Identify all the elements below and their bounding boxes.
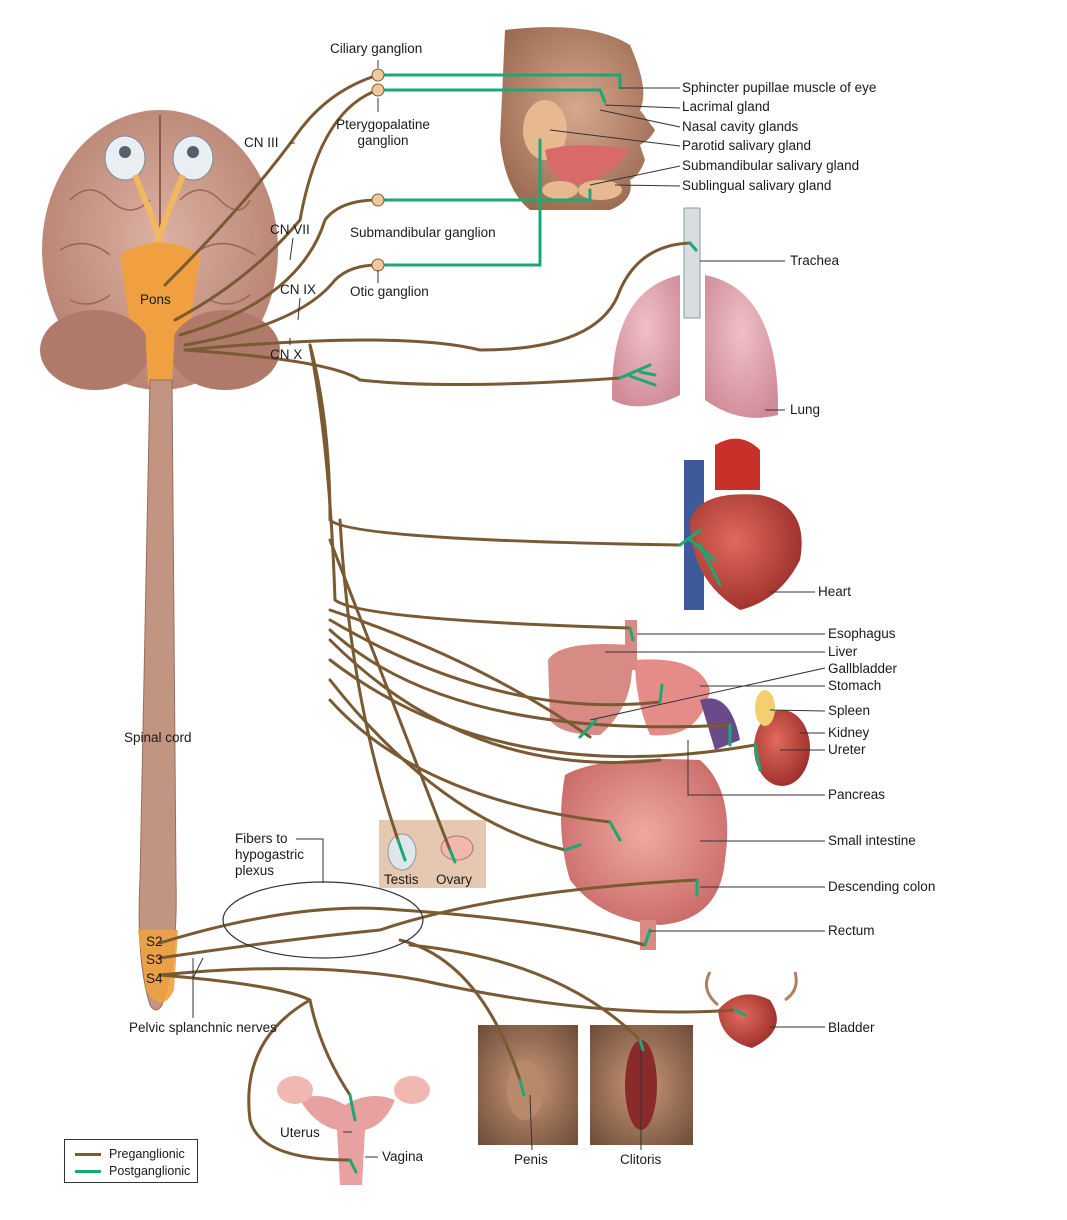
s2-label: S2 [146, 934, 163, 949]
cn10-label: CN X [270, 347, 303, 362]
legend-preganglionic: Preganglionic [75, 1147, 185, 1161]
ureter-label: Ureter [828, 742, 866, 757]
s3-label: S3 [146, 952, 163, 967]
hypogastric-fibers-label: Fibers to hypogastric plexus [235, 831, 305, 878]
sublingual-salivary-label: Sublingual salivary gland [682, 178, 832, 193]
legend-pre-label: Preganglionic [109, 1147, 185, 1161]
nasal-cavity-glands-label: Nasal cavity glands [682, 119, 799, 134]
stomach-label: Stomach [828, 678, 882, 693]
cn7-label: CN VII [270, 222, 310, 237]
submandibular-ganglion-label: Submandibular ganglion [350, 225, 496, 240]
ovary-label: Ovary [436, 872, 473, 887]
legend-postganglionic: Postganglionic [75, 1164, 190, 1178]
liver-label: Liver [828, 644, 858, 659]
descending-colon-label: Descending colon [828, 879, 936, 894]
bladder-illustration [718, 994, 777, 1048]
legend-post-label: Postganglionic [109, 1164, 191, 1178]
sphincter-pupillae-label: Sphincter pupillae muscle of eye [682, 80, 877, 95]
sacral-segments [138, 930, 178, 1003]
kidney-label: Kidney [828, 725, 870, 740]
esophagus-label: Esophagus [828, 626, 896, 641]
abdomen-illustration [548, 620, 810, 950]
lungs-illustration [611, 207, 779, 418]
lung-label: Lung [790, 402, 821, 417]
small-intestine-label: Small intestine [828, 833, 916, 848]
head-illustration [500, 27, 655, 211]
postganglionic-fibers [348, 73, 762, 1174]
vagina-label: Vagina [382, 1149, 424, 1164]
uterus-label: Uterus [280, 1125, 320, 1140]
pancreas-label: Pancreas [828, 787, 886, 802]
s4-label: S4 [146, 971, 163, 986]
spinal-cord-label: Spinal cord [124, 730, 192, 745]
ciliary-ganglion-label: Ciliary ganglion [330, 41, 423, 56]
cn9-label: CN IX [280, 282, 317, 297]
spleen-label: Spleen [828, 703, 871, 718]
lacrimal-gland-label: Lacrimal gland [682, 99, 770, 114]
uterus-illustration [277, 1076, 430, 1185]
postganglionic-swatch [75, 1170, 101, 1174]
submandibular-salivary-label: Submandibular salivary gland [682, 158, 860, 173]
trachea-label: Trachea [790, 253, 840, 268]
parotid-gland-label: Parotid salivary gland [682, 138, 812, 153]
pterygopalatine-ganglion-label: Pterygopalatine ganglion [336, 117, 430, 148]
penis-label: Penis [514, 1152, 548, 1167]
leader-lines [192, 60, 826, 1158]
pons-label: Pons [140, 292, 171, 307]
spinal-cord-illustration [138, 379, 177, 1011]
cn3-label: CN III [244, 135, 279, 150]
rectum-label: Rectum [828, 923, 875, 938]
testis-label: Testis [384, 872, 419, 887]
heart-illustration [684, 438, 802, 610]
preganglionic-fibers [158, 73, 757, 1162]
gallbladder-label: Gallbladder [828, 661, 898, 676]
otic-ganglion-label: Otic ganglion [350, 284, 429, 299]
preganglionic-swatch [75, 1153, 101, 1157]
bladder-label: Bladder [828, 1020, 875, 1035]
legend: Preganglionic Postganglionic [64, 1139, 198, 1183]
clitoris-label: Clitoris [620, 1152, 662, 1167]
brain-illustration [40, 110, 280, 390]
pelvic-splanchnic-label: Pelvic splanchnic nerves [129, 1020, 277, 1035]
ganglia [371, 68, 385, 272]
heart-label: Heart [818, 584, 852, 599]
